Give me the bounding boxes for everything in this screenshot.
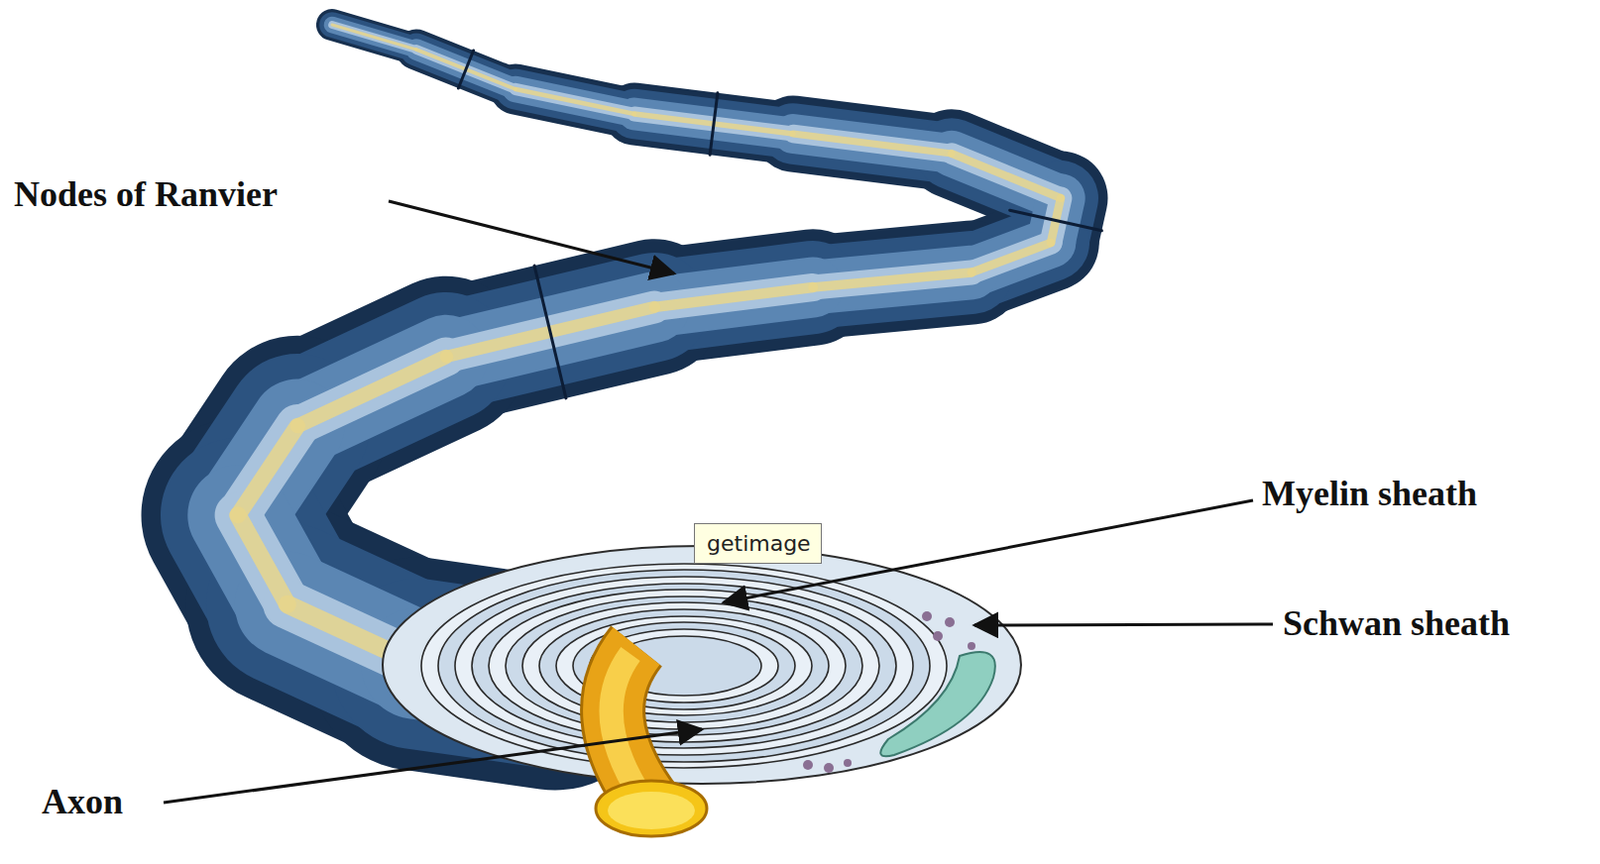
fiber-segment bbox=[416, 49, 516, 90]
fiber-segment bbox=[654, 287, 813, 308]
fiber-segment bbox=[416, 49, 516, 90]
fiber-segment bbox=[951, 153, 1061, 199]
fiber-segment bbox=[237, 515, 288, 605]
fiber-segment bbox=[515, 89, 635, 115]
fiber-segment bbox=[951, 153, 1061, 199]
fiber-segment bbox=[332, 24, 417, 50]
fiber-segment bbox=[971, 242, 1051, 273]
fiber-segment bbox=[793, 133, 952, 154]
fiber-segment bbox=[237, 426, 298, 516]
fiber-segment bbox=[951, 153, 1061, 199]
part-label: Myelin sheath bbox=[1261, 474, 1478, 515]
fiber-segment bbox=[812, 272, 972, 288]
fiber-segment bbox=[416, 49, 516, 90]
fiber-segment bbox=[515, 89, 635, 115]
part-label: Axon bbox=[41, 783, 123, 823]
schwann-nucleus bbox=[880, 652, 996, 757]
myelin-rings bbox=[421, 564, 947, 769]
fiber-segment bbox=[332, 24, 417, 50]
fiber-segment bbox=[971, 242, 1051, 273]
leader-lines bbox=[163, 201, 1273, 803]
fiber-segment bbox=[812, 272, 972, 288]
fiber-segment bbox=[332, 24, 417, 50]
ranvier-node bbox=[1010, 210, 1103, 231]
fiber-segment bbox=[971, 242, 1051, 273]
fiber-segment bbox=[812, 272, 972, 288]
fiber-segment bbox=[971, 242, 1051, 273]
leader-line bbox=[388, 201, 675, 274]
fiber-segment bbox=[297, 356, 447, 427]
ranvier-node bbox=[457, 50, 473, 89]
fiber-segment bbox=[951, 153, 1061, 199]
fiber-segment bbox=[416, 49, 516, 90]
fiber-segment bbox=[416, 49, 516, 90]
fiber-segment bbox=[812, 272, 972, 288]
leader-line bbox=[974, 624, 1273, 626]
fiber-segment bbox=[237, 426, 298, 516]
tooltip-box: getimage bbox=[693, 523, 822, 565]
fiber-segment bbox=[793, 133, 952, 154]
fiber-segment bbox=[654, 287, 813, 308]
fiber-segment bbox=[971, 242, 1051, 273]
fiber-segment bbox=[332, 24, 417, 50]
fiber-segment bbox=[654, 287, 813, 308]
ranvier-node bbox=[709, 93, 718, 156]
part-label: Nodes of Ranvier bbox=[13, 175, 278, 216]
fiber-segment bbox=[515, 89, 635, 115]
fiber-segment bbox=[654, 287, 813, 308]
ranvier-node bbox=[534, 265, 567, 399]
fiber-segment bbox=[951, 153, 1061, 199]
fiber-segment bbox=[793, 133, 952, 154]
fiber-segment bbox=[297, 356, 447, 427]
fiber-segment bbox=[237, 426, 298, 516]
fiber-segment bbox=[237, 426, 298, 516]
part-label: Schwan sheath bbox=[1282, 604, 1510, 645]
fiber-segment bbox=[812, 272, 972, 288]
schwann-sheath-outline bbox=[382, 546, 1022, 785]
fiber-segment bbox=[654, 287, 813, 308]
fiber-segment bbox=[515, 89, 635, 115]
fiber-segment bbox=[515, 89, 635, 115]
fiber-segment bbox=[237, 426, 298, 516]
tooltip-text: getimage bbox=[706, 531, 809, 558]
leader-line bbox=[163, 729, 702, 803]
fiber-segment bbox=[237, 515, 288, 605]
fiber-segment bbox=[793, 133, 952, 154]
fiber-segment bbox=[332, 24, 417, 50]
fiber-segment bbox=[793, 133, 952, 154]
